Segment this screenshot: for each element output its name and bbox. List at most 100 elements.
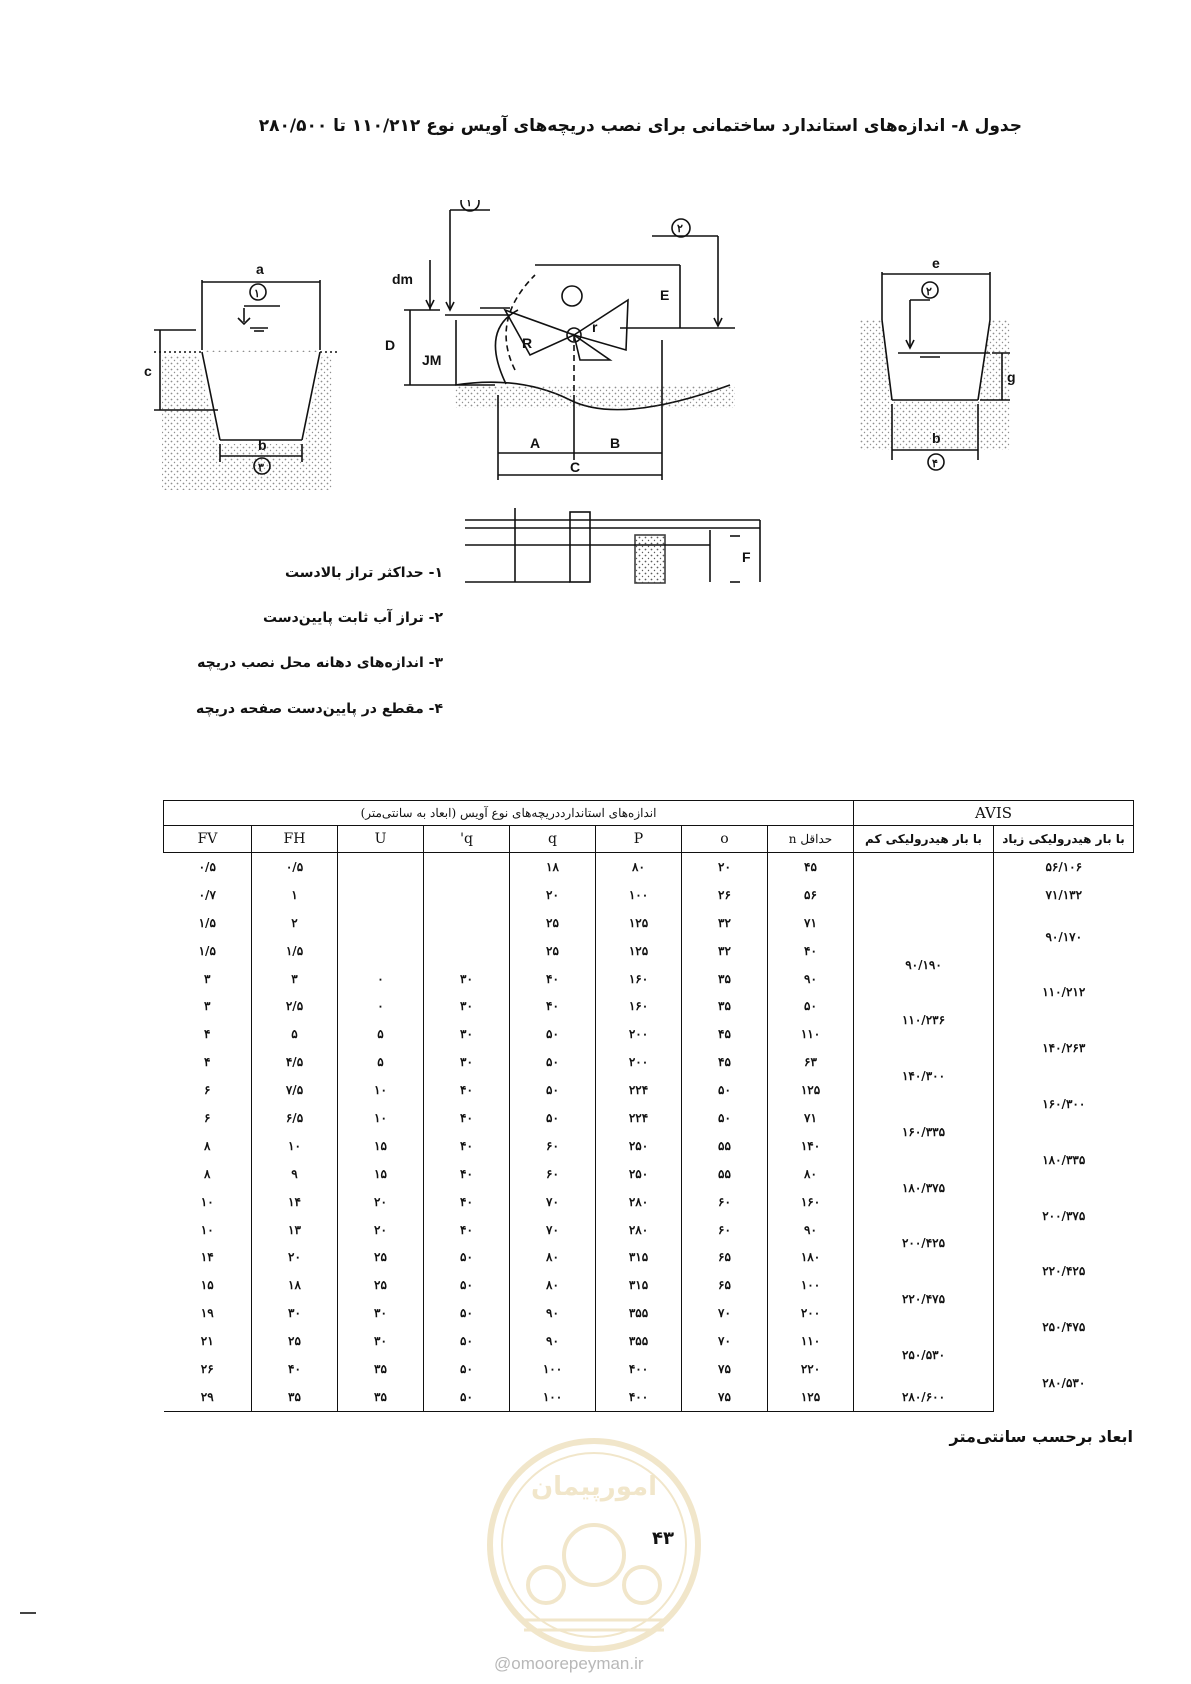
table-cell: ۴۰۰ (595, 1355, 682, 1383)
table-cell: ۹۰ (509, 1299, 596, 1328)
cell-low-load: ۱۸۰/۳۷۵ (853, 1159, 994, 1216)
table-cell: ۱۰ (251, 1131, 338, 1160)
table-cell: ۳۵ (337, 1382, 424, 1412)
table-cell: ۱۶۰ (595, 992, 682, 1021)
table-cell: ۱۲۵ (767, 1076, 854, 1105)
table-cell: ۲۶ (200, 1361, 214, 1376)
table-cell: ۳۵ (337, 1355, 424, 1383)
table-cell: ۱۰ (200, 1194, 214, 1209)
dim-label-F: F (742, 549, 751, 565)
table-cell: ۱۰۰ (509, 1355, 596, 1383)
table-cell: ۱۵ (337, 1159, 424, 1188)
table-cell (423, 852, 510, 881)
table-cell: ۴۰ (251, 1355, 338, 1383)
watermark-site: @omoorepeyman.ir (494, 1654, 644, 1674)
dim-label-D: D (385, 337, 395, 353)
col-q-prime: q' (423, 825, 510, 853)
table-cell: ۱۰ (200, 1222, 214, 1237)
cell-high-load: ۱۶۰/۳۰۰ (993, 1076, 1134, 1132)
table-cell: ۶۵ (681, 1243, 768, 1272)
dim-label-C: C (570, 459, 580, 475)
table-cell: ۲۵ (337, 1243, 424, 1272)
standard-dimensions-table-wrap: AVIS اندازه‌های استاندارددریچه‌های نوع آ… (163, 800, 1134, 1412)
table-cell (337, 852, 424, 881)
standard-dimensions-table: AVIS اندازه‌های استاندارددریچه‌های نوع آ… (163, 800, 1134, 1412)
table-cell: ۱۰ (337, 1104, 424, 1132)
margin-mark (20, 1612, 36, 1614)
cell-high-load: ۷۱/۱۳۲ (993, 880, 1134, 909)
table-cell: ۱/۵ (198, 943, 216, 958)
table-cell: ۶۵ (681, 1271, 768, 1300)
table-cell: ۱۱۰ (767, 1020, 854, 1049)
circle-label-2-right: ۲ (926, 286, 932, 298)
table-cell: ۱۸ (251, 1271, 338, 1300)
table-cell: ۴۰ (423, 1104, 510, 1132)
table-cell: ۴۰ (423, 1187, 510, 1216)
table-cell: ۲۸۰ (595, 1215, 682, 1244)
table-cell: ۲۰۰ (767, 1299, 854, 1328)
table-cell: ۳ (204, 971, 211, 986)
table-cell: ۱۰ (337, 1076, 424, 1105)
table-cell: ۸۰ (595, 852, 682, 881)
dim-label-E: E (660, 287, 669, 303)
table-cell: ۵۰ (423, 1243, 510, 1272)
table-cell: ۱۵ (200, 1278, 214, 1293)
table-cell: ۳۵ (681, 992, 768, 1021)
table-cell: ۵۰ (509, 1104, 596, 1132)
table-cell: ۲۲۴ (595, 1076, 682, 1105)
table-cell: ۳۵۵ (595, 1327, 682, 1356)
table-cell: ۰/۷ (198, 887, 216, 902)
table-cell: ۰/۵ (251, 852, 338, 881)
table-cell: ۱۲۵ (595, 908, 682, 937)
table-cell: ۱۸۰ (767, 1243, 854, 1272)
cell-high-load: ۲۰۰/۳۷۵ (993, 1187, 1134, 1244)
table-cell: ۱۰۰ (595, 880, 682, 909)
circle-label-1: ۱ (254, 288, 260, 300)
table-cell: ۲۰۰ (595, 1048, 682, 1077)
table-cell: ۲۰ (681, 852, 768, 881)
table-cell: ۲۰ (337, 1187, 424, 1216)
table-cell: ۵۵ (681, 1131, 768, 1160)
legend-item-3: ۳- اندازه‌های دهانه محل نصب دریچه (197, 655, 443, 671)
table-cell (423, 936, 510, 965)
col-p: P (595, 825, 682, 853)
table-cell: ۶۰ (509, 1131, 596, 1160)
table-cell: ۲۵ (251, 1327, 338, 1356)
table-cell: ۲۵۰ (595, 1159, 682, 1188)
table-cell: ۶۰ (681, 1187, 768, 1216)
table-cell: ۵ (337, 1048, 424, 1077)
footnote: ابعاد برحسب سانتی‌متر (949, 1427, 1133, 1446)
table-cell: ۶۰ (681, 1215, 768, 1244)
table-cell: ۵۰ (509, 1076, 596, 1105)
table-cell (423, 908, 510, 937)
table-cell: ۴ (204, 1055, 211, 1070)
table-cell: ۱۳ (251, 1215, 338, 1244)
col-n: حداقل n (767, 825, 854, 853)
dim-label-c: c (144, 363, 152, 379)
table-cell: ۲۰ (509, 880, 596, 909)
table-cell: ۳ (251, 964, 338, 993)
dim-label-a: a (256, 261, 264, 277)
table-cell: ۲۰۰ (595, 1020, 682, 1049)
cell-low-load: ۲۰۰/۴۲۵ (853, 1215, 994, 1272)
table-cell: ۵۰ (509, 1048, 596, 1077)
table-cell: ۸۰ (509, 1271, 596, 1300)
col-high-load: با بار هیدرولیکی زیاد (993, 825, 1134, 853)
table-cell: ۵۰ (423, 1355, 510, 1383)
cell-low-load: ۲۲۰/۴۷۵ (853, 1271, 994, 1328)
col-fv: FV (163, 825, 252, 853)
table-cell: ۷۵ (681, 1382, 768, 1412)
table-cell: ۷/۵ (251, 1076, 338, 1105)
table-cell: ۲۵ (337, 1271, 424, 1300)
